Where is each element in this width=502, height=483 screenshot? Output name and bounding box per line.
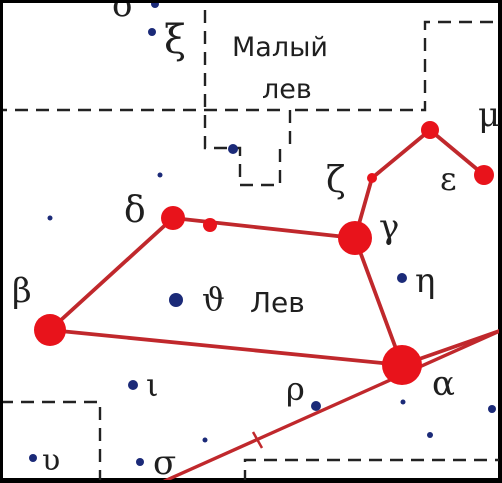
star-faint-4[interactable]: [488, 405, 496, 413]
star-faint-3[interactable]: [400, 399, 406, 405]
star-faint-6[interactable]: [202, 437, 208, 443]
boundary-bottom-left: [0, 400, 102, 483]
bright-stars: [34, 121, 494, 385]
label-beta: β: [12, 271, 32, 311]
star-mu[interactable]: [421, 121, 439, 139]
star-eta[interactable]: [397, 273, 407, 283]
star-theta[interactable]: [169, 293, 183, 307]
label-mu: μ: [478, 95, 500, 135]
star-alpha[interactable]: [382, 345, 422, 385]
label-sigma: σ: [153, 443, 176, 483]
label-delta: δ: [124, 190, 146, 231]
label-alpha: α: [432, 364, 455, 404]
star-iota[interactable]: [128, 380, 138, 390]
ecliptic: [159, 328, 502, 483]
star-faint-5[interactable]: [427, 432, 433, 438]
label-rho: ρ: [286, 370, 305, 408]
label-eta: η: [415, 261, 435, 301]
label-iota: ι: [146, 366, 159, 404]
star-faint-2[interactable]: [47, 215, 53, 221]
label-xi: ξ: [164, 17, 186, 63]
chart-background: [2, 2, 498, 478]
boundary-leo-minor-left: [203, 10, 282, 187]
star-beta[interactable]: [34, 314, 66, 346]
star-xi[interactable]: [148, 28, 156, 36]
star-upsilon[interactable]: [29, 454, 37, 462]
label-leo: Лев: [250, 286, 305, 319]
star-epsilon[interactable]: [474, 165, 494, 185]
label-top-partial: δ: [112, 0, 132, 25]
boundary-leo-minor-right: [295, 20, 502, 112]
constellation-boundaries: [0, 10, 502, 483]
label-epsilon: ε: [440, 160, 457, 198]
star-gamma[interactable]: [338, 221, 372, 255]
star-faint-1[interactable]: [157, 172, 163, 178]
label-gamma: γ: [379, 207, 399, 247]
label-theta: ϑ: [202, 280, 225, 318]
label-zeta: ζ: [326, 160, 346, 201]
star-sigma[interactable]: [136, 458, 144, 466]
label-upsilon: υ: [42, 443, 60, 478]
star-rho[interactable]: [311, 401, 321, 411]
star-delta[interactable]: [161, 206, 185, 230]
star-near-boundary[interactable]: [228, 144, 238, 154]
star-zeta[interactable]: [367, 173, 377, 183]
boundary-bottom-center: [243, 458, 502, 483]
star-delta-companion[interactable]: [203, 218, 217, 232]
